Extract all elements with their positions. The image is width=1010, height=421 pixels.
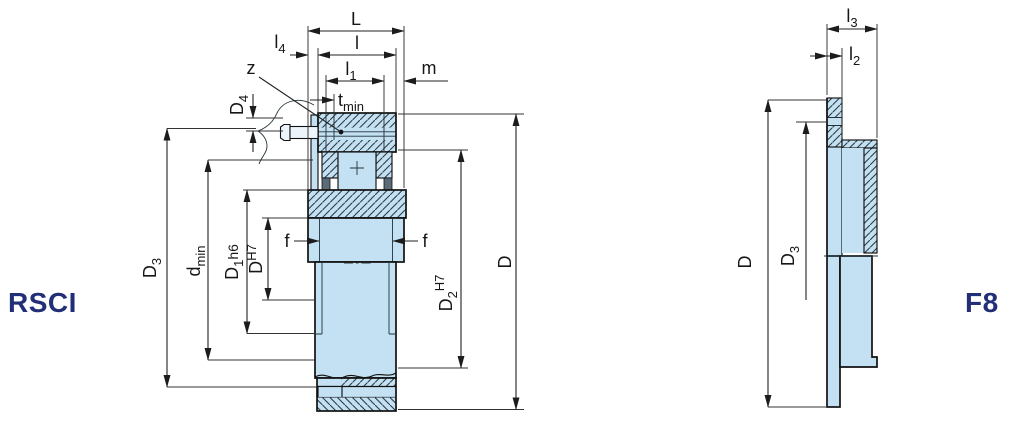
- hub-flange-hatch: [308, 190, 406, 218]
- rsci-part-geometry: [257, 99, 407, 412]
- rim-wall-hatch: [864, 148, 877, 253]
- bottom-rim-hatch-top: [341, 378, 396, 387]
- rsci-view: L l l1 l4 m z tmin f f D4 D3 dmin D1h6 D…: [8, 9, 524, 412]
- rim-band-hatch: [842, 140, 877, 148]
- grease-screw-body: [289, 125, 319, 140]
- flange-plate-hatch-a: [827, 98, 842, 118]
- f8-dimensions: l3 l2 D D3: [735, 6, 878, 408]
- dim-label-L: L: [351, 9, 361, 29]
- dim-label-D4: D4: [227, 95, 251, 115]
- dim-label-l3: l3: [846, 6, 857, 30]
- seal-right: [383, 177, 393, 191]
- flange-plate-hatch-b: [827, 125, 842, 147]
- hub-lower-silhouette: [840, 256, 877, 367]
- dim-label-D1h6: D1h6: [222, 244, 246, 280]
- lube-channel-thread-lines: [318, 128, 396, 140]
- bottom-rim-outline: [316, 377, 397, 412]
- sprag-center-mark: [350, 161, 364, 175]
- f8-part-geometry: [824, 97, 878, 408]
- seal-left: [321, 177, 331, 191]
- dim-label-DH7: DH7: [244, 244, 266, 274]
- dim-label-tmin: tmin: [338, 90, 364, 114]
- rsci-dimensions: L l l1 l4 m z tmin f f D4 D3 dmin D1h6 D…: [140, 9, 524, 411]
- left-extension-lines: [167, 117, 317, 388]
- recess-interior: [842, 148, 864, 253]
- dim-label-D3: D3: [140, 258, 164, 278]
- bottom-rim-hatch-bottom: [317, 397, 396, 411]
- dim-label-f-left: f: [284, 231, 290, 251]
- sleeve-bore-step-lines: [315, 262, 396, 335]
- dim-label-dmin: dmin: [184, 246, 208, 277]
- top-extension-lines: [307, 26, 405, 190]
- dim-label-D: D: [495, 256, 515, 269]
- dim-label-l2: l2: [849, 44, 860, 68]
- flange-plate-upper: [827, 98, 842, 256]
- lube-channel: [318, 128, 396, 140]
- outer-ring-bottom-hatch: [318, 140, 396, 152]
- dim-label-D3-f8: D3: [778, 246, 802, 266]
- dim-label-z: z: [247, 58, 256, 78]
- right-extension-lines: [398, 113, 524, 410]
- view-title-f8: F8: [965, 287, 999, 318]
- dim-label-D-f8: D: [735, 256, 755, 269]
- dim-label-f-right: f: [422, 231, 428, 251]
- sprag-cage-right: [376, 152, 392, 178]
- dim-label-l1: l1: [345, 59, 356, 83]
- bolt-hole-edges: [827, 117, 842, 126]
- view-title-rsci: RSCI: [8, 287, 77, 318]
- bottom-hole-block: [318, 386, 342, 398]
- hub-chamfer-band: [308, 218, 404, 262]
- grease-screw-head: [279, 123, 291, 142]
- sprag-cage-left: [322, 152, 338, 178]
- f8-view: l3 l2 D D3 F8: [735, 6, 999, 408]
- rim-wall-outline: [863, 147, 878, 254]
- cover-plate: [311, 115, 318, 190]
- outer-ring-top-hatch: [318, 113, 396, 128]
- dim-label-l4: l4: [274, 32, 285, 56]
- hub-sleeve: [315, 262, 396, 378]
- flange-plate-lower: [827, 256, 840, 407]
- dim-label-D2H7: D2H7: [432, 275, 460, 312]
- break-line-wavy: [314, 372, 397, 379]
- dim-label-m: m: [422, 58, 437, 78]
- z-leader-line: [258, 76, 342, 133]
- dim-label-l: l: [355, 33, 359, 53]
